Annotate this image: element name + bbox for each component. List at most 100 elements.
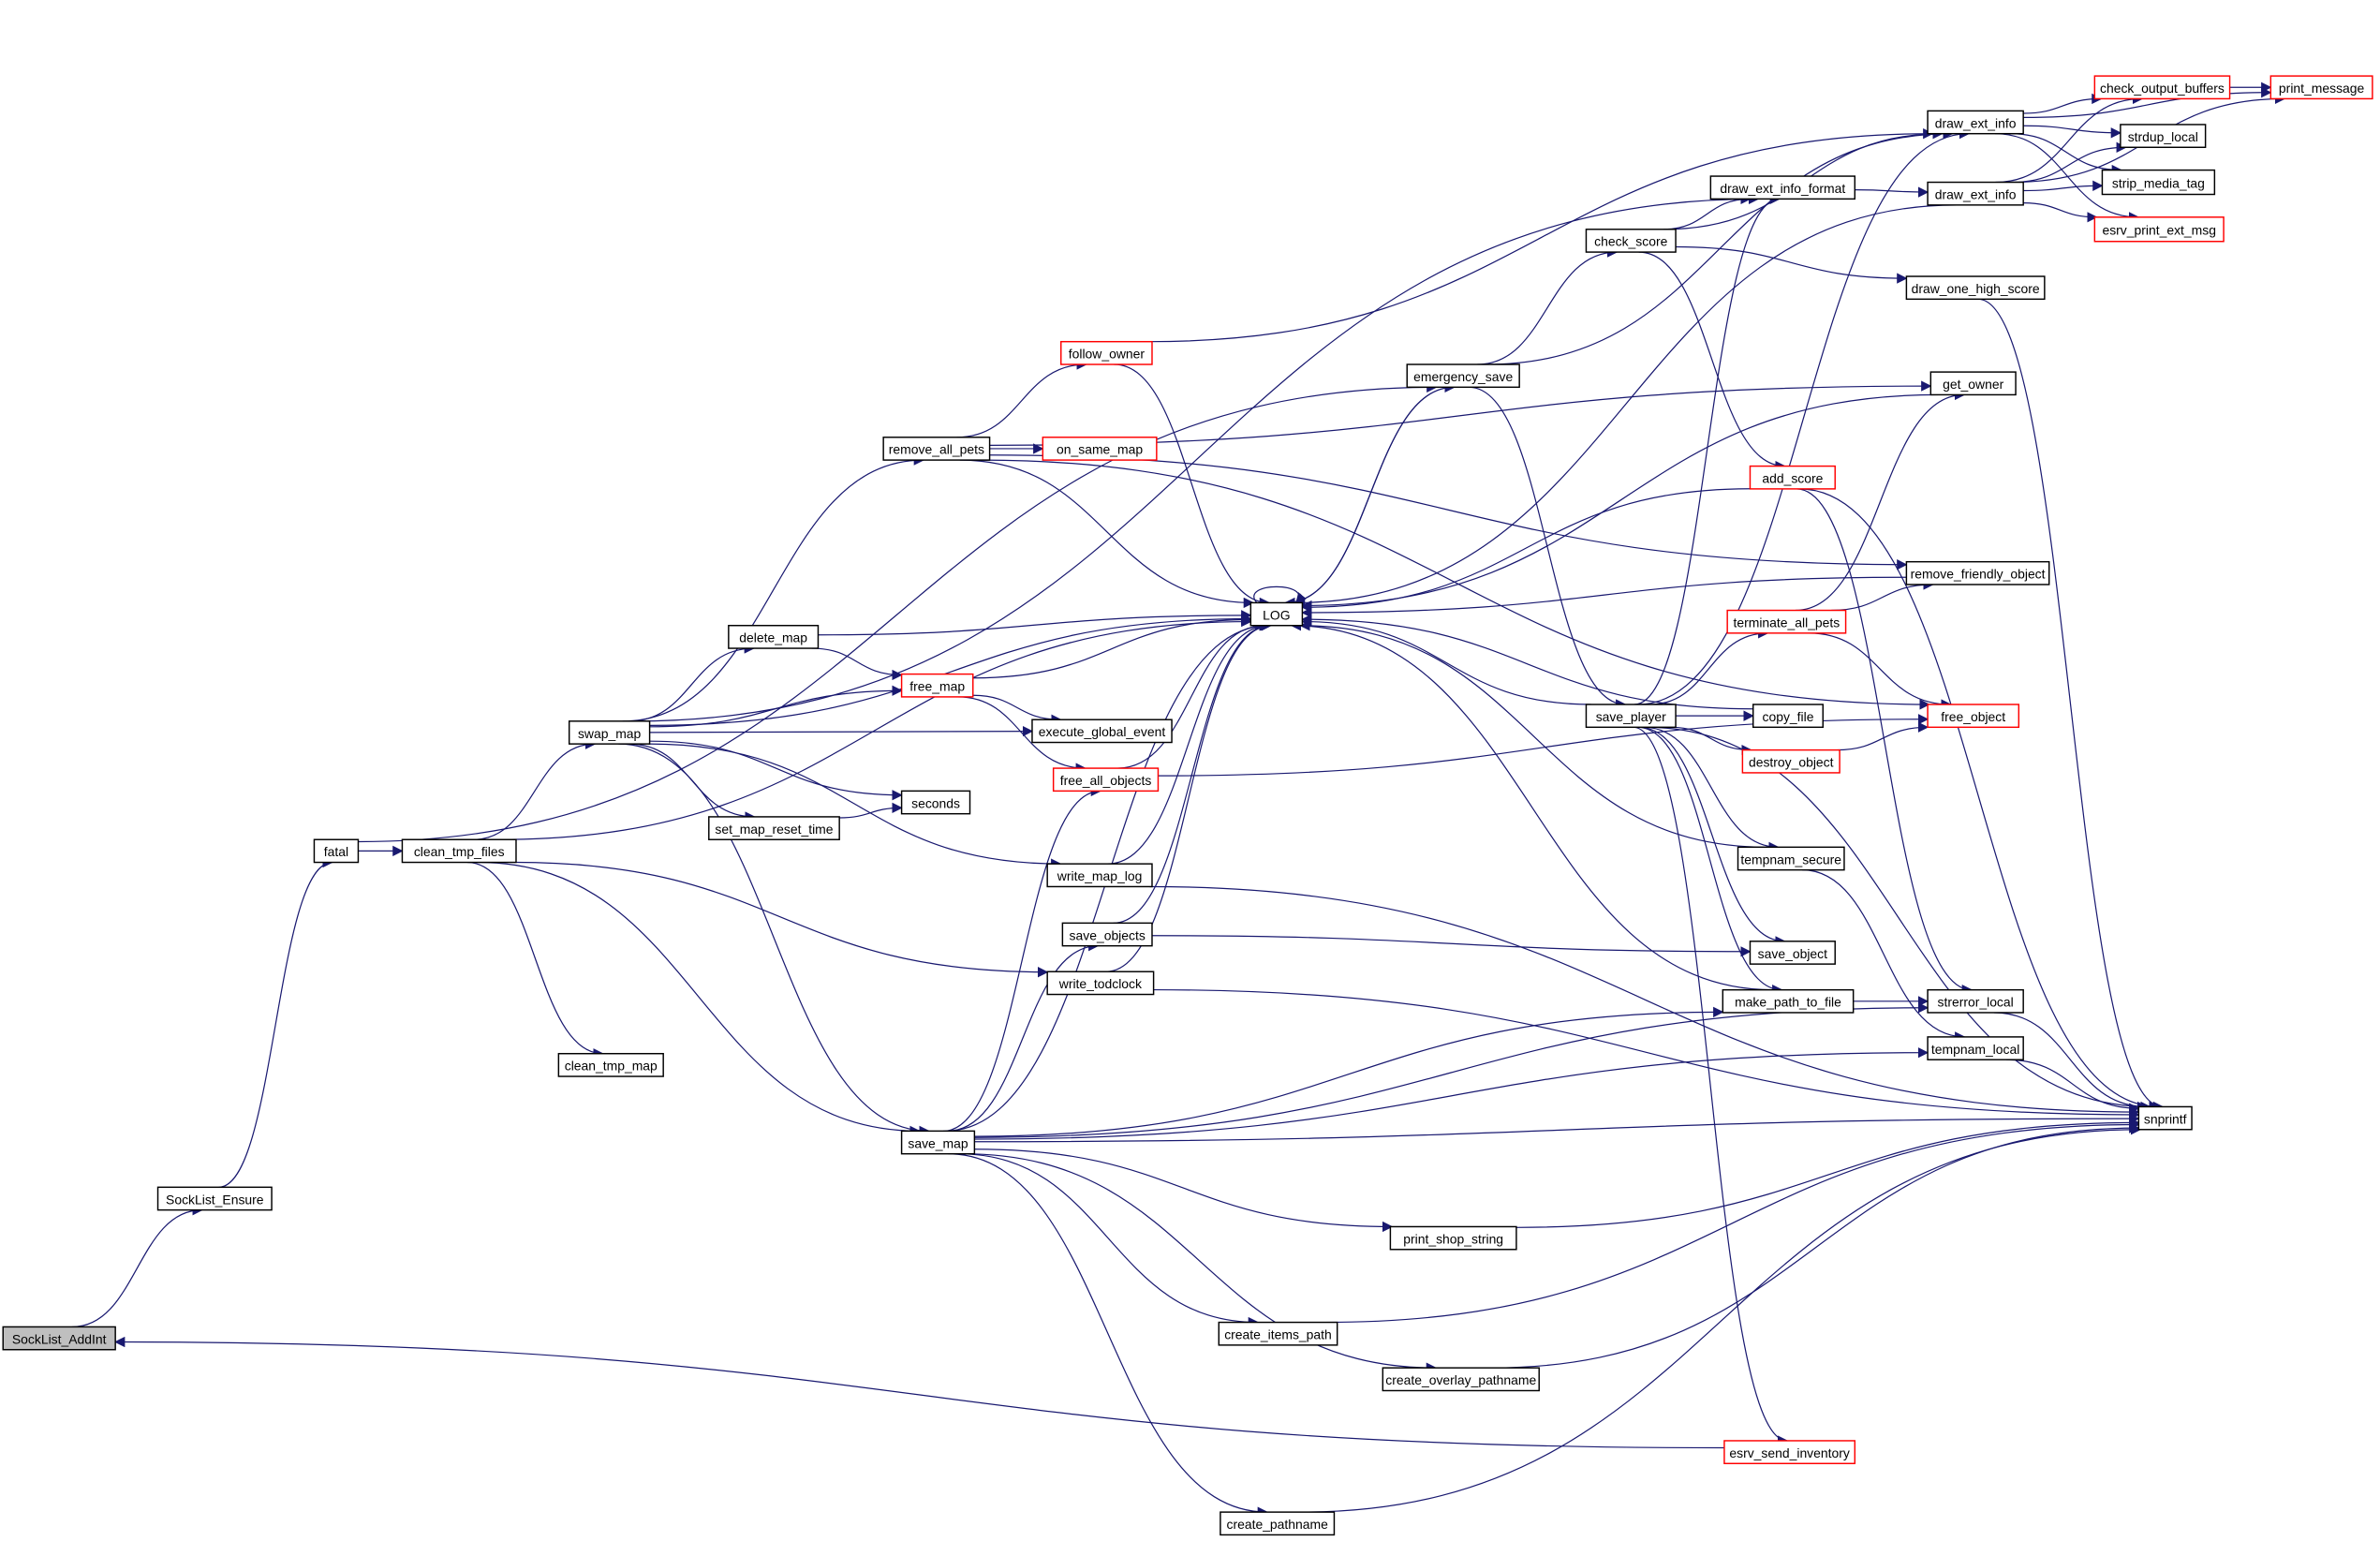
node-clean-tmp-files[interactable]: clean_tmp_files [401, 838, 517, 864]
node-get-owner[interactable]: get_owner [1929, 371, 2017, 396]
node-write-map-log[interactable]: write_map_log [1046, 863, 1153, 888]
node-save-objects[interactable]: save_objects [1061, 922, 1153, 947]
node-label: set_map_reset_time [715, 822, 833, 837]
node-box [1723, 1440, 1856, 1465]
node-label: save_objects [1070, 927, 1146, 942]
node-create-overlay-pathname[interactable]: create_overlay_pathname [1382, 1367, 1540, 1392]
edge-save_player-to-make_path_to_file [1636, 726, 1783, 996]
node-follow-owner[interactable]: follow_owner [1060, 340, 1153, 365]
edge-make_path_to_file-to-LOG [1290, 620, 1773, 991]
node-draw-ext-info[interactable]: draw_ext_info [1927, 110, 2024, 135]
node-print-shop-string[interactable]: print_shop_string [1389, 1225, 1517, 1251]
node-box [1061, 922, 1153, 947]
node-label: save_player [1596, 709, 1666, 724]
edge-save_player-to-save_object [1638, 726, 1786, 947]
node-box [1220, 1511, 1336, 1536]
node-draw-ext-info-format[interactable]: draw_ext_info_format [1709, 175, 1856, 200]
node-remove-all-pets[interactable]: remove_all_pets [882, 437, 991, 461]
edge-save_player-to-draw_ext_info_format [1633, 193, 1781, 705]
node-box [568, 720, 651, 745]
edge-tempnam_secure-to-tempnam_local [1802, 869, 1966, 1043]
edge-LOG-to-emergency_save [1285, 381, 1456, 604]
node-label: free_all_objects [1060, 773, 1152, 788]
node-add-score[interactable]: add_score [1749, 465, 1836, 490]
node-tempnam-secure[interactable]: tempnam_secure [1737, 846, 1845, 871]
node-box [882, 437, 991, 461]
edge-swap_map-to-write_map_log [648, 743, 1062, 869]
node-create-pathname[interactable]: create_pathname [1220, 1511, 1336, 1536]
edge-clean_tmp_files-to-write_todclock [514, 861, 1049, 978]
edge-swap_map-to-save_map [618, 743, 930, 1137]
node-box [2269, 75, 2373, 100]
node-copy-file[interactable]: copy_file [1752, 704, 1824, 729]
node-strip-media-tag[interactable]: strip_media_tag [2101, 169, 2216, 196]
node-esrv-print-ext-msg[interactable]: esrv_print_ext_msg [2093, 216, 2225, 243]
node-seconds[interactable]: seconds [900, 790, 971, 815]
node-socklist-ensure[interactable]: SockList_Ensure [156, 1186, 273, 1211]
node-execute-global-event[interactable]: execute_global_event [1031, 719, 1173, 744]
node-tempnam-local[interactable]: tempnam_local [1927, 1036, 2024, 1060]
node-label: remove_friendly_object [1911, 567, 2046, 582]
edge-save_player-to-snprintf [1646, 726, 2151, 1113]
node-socklist-addint[interactable]: SockList_AddInt [2, 1326, 116, 1351]
node-free-map[interactable]: free_map [900, 673, 974, 698]
node-write-todclock[interactable]: write_todclock [1046, 971, 1155, 996]
node-terminate-all-pets[interactable]: terminate_all_pets [1726, 609, 1847, 634]
node-label: execute_global_event [1039, 724, 1166, 739]
edge-save_map-to-create_overlay_pathname [963, 1153, 1438, 1373]
node-label: fatal [324, 844, 348, 859]
node-make-path-to-file[interactable]: make_path_to_file [1722, 988, 1855, 1014]
node-create-items-path[interactable]: create_items_path [1218, 1321, 1338, 1346]
node-label: make_path_to_file [1735, 995, 1841, 1010]
edge-clean_tmp_files-to-clean_tmp_map [466, 861, 604, 1059]
edge-follow_owner-to-LOG [1114, 363, 1271, 609]
edge-follow_owner-to-draw_ext_info [1149, 128, 1934, 343]
node-fatal[interactable]: fatal [313, 838, 360, 864]
node-box [1929, 371, 2017, 396]
edge-draw_ext_info_2-to-strip_media_tag [2023, 180, 2104, 192]
node-print-message[interactable]: print_message [2269, 75, 2373, 100]
node-save-object[interactable]: save_object [1749, 941, 1836, 965]
node-log[interactable]: LOG [1249, 601, 1304, 627]
node-draw-one-high-score[interactable]: draw_one_high_score [1905, 275, 2046, 301]
edge-save_objects-to-LOG [1113, 620, 1272, 924]
edge-draw_ext_info-to-strdup_local [2023, 125, 2122, 139]
node-check-score[interactable]: check_score [1585, 229, 1677, 253]
edge-terminate_all_pets-to-get_owner [1795, 389, 1966, 612]
node-swap-map[interactable]: swap_map [568, 720, 651, 745]
node-box [2093, 75, 2231, 100]
node-save-map[interactable]: save_map [900, 1130, 976, 1155]
node-snprintf[interactable]: snprintf [2137, 1105, 2193, 1131]
node-emergency-save[interactable]: emergency_save [1406, 363, 1520, 389]
node-on-same-map[interactable]: on_same_map [1042, 437, 1158, 461]
edge-write_map_log-to-LOG [1107, 620, 1270, 865]
node-free-object[interactable]: free_object [1927, 704, 2020, 729]
node-box [156, 1186, 273, 1211]
node-save-player[interactable]: save_player [1585, 704, 1677, 729]
node-set-map-reset-time[interactable]: set_map_reset_time [708, 816, 840, 840]
edge-save_map-to-make_path_to_file [974, 1006, 1724, 1137]
node-clean-tmp-map[interactable]: clean_tmp_map [557, 1053, 664, 1077]
node-box [1905, 275, 2046, 301]
node-delete-map[interactable]: delete_map [728, 625, 820, 649]
node-remove-friendly-object[interactable]: remove_friendly_object [1905, 560, 2050, 585]
edge-draw_ext_info_2-to-check_output_buffers [1995, 93, 2144, 184]
edge-write_todclock-to-LOG [1105, 620, 1273, 972]
edge-delete_map-to-free_map [811, 647, 903, 681]
node-label: esrv_send_inventory [1729, 1445, 1850, 1460]
node-destroy-object[interactable]: destroy_object [1741, 748, 1840, 774]
node-label: strdup_local [2128, 129, 2198, 144]
node-draw-ext-info-2[interactable]: draw_ext_info [1927, 181, 2024, 206]
node-check-output-buffers[interactable]: check_output_buffers [2093, 75, 2231, 100]
node-strdup-local[interactable]: strdup_local [2120, 124, 2207, 148]
node-free-all-objects[interactable]: free_all_objects [1052, 767, 1160, 793]
edge-save_player-to-LOG [1301, 615, 1591, 705]
nodes: SockList_AddInt SockList_Ensure fatal clean… [2, 75, 2373, 1536]
node-esrv-send-inventory[interactable]: esrv_send_inventory [1723, 1440, 1856, 1465]
edge-draw_ext_info_2-to-LOG [1293, 204, 1957, 609]
node-box [2, 1326, 116, 1351]
node-label: save_object [1758, 946, 1827, 961]
node-strerror-local[interactable]: strerror_local [1927, 988, 2024, 1014]
edge-remove_all_pets-to-get_owner [989, 380, 1932, 446]
node-label: free_map [909, 679, 965, 694]
